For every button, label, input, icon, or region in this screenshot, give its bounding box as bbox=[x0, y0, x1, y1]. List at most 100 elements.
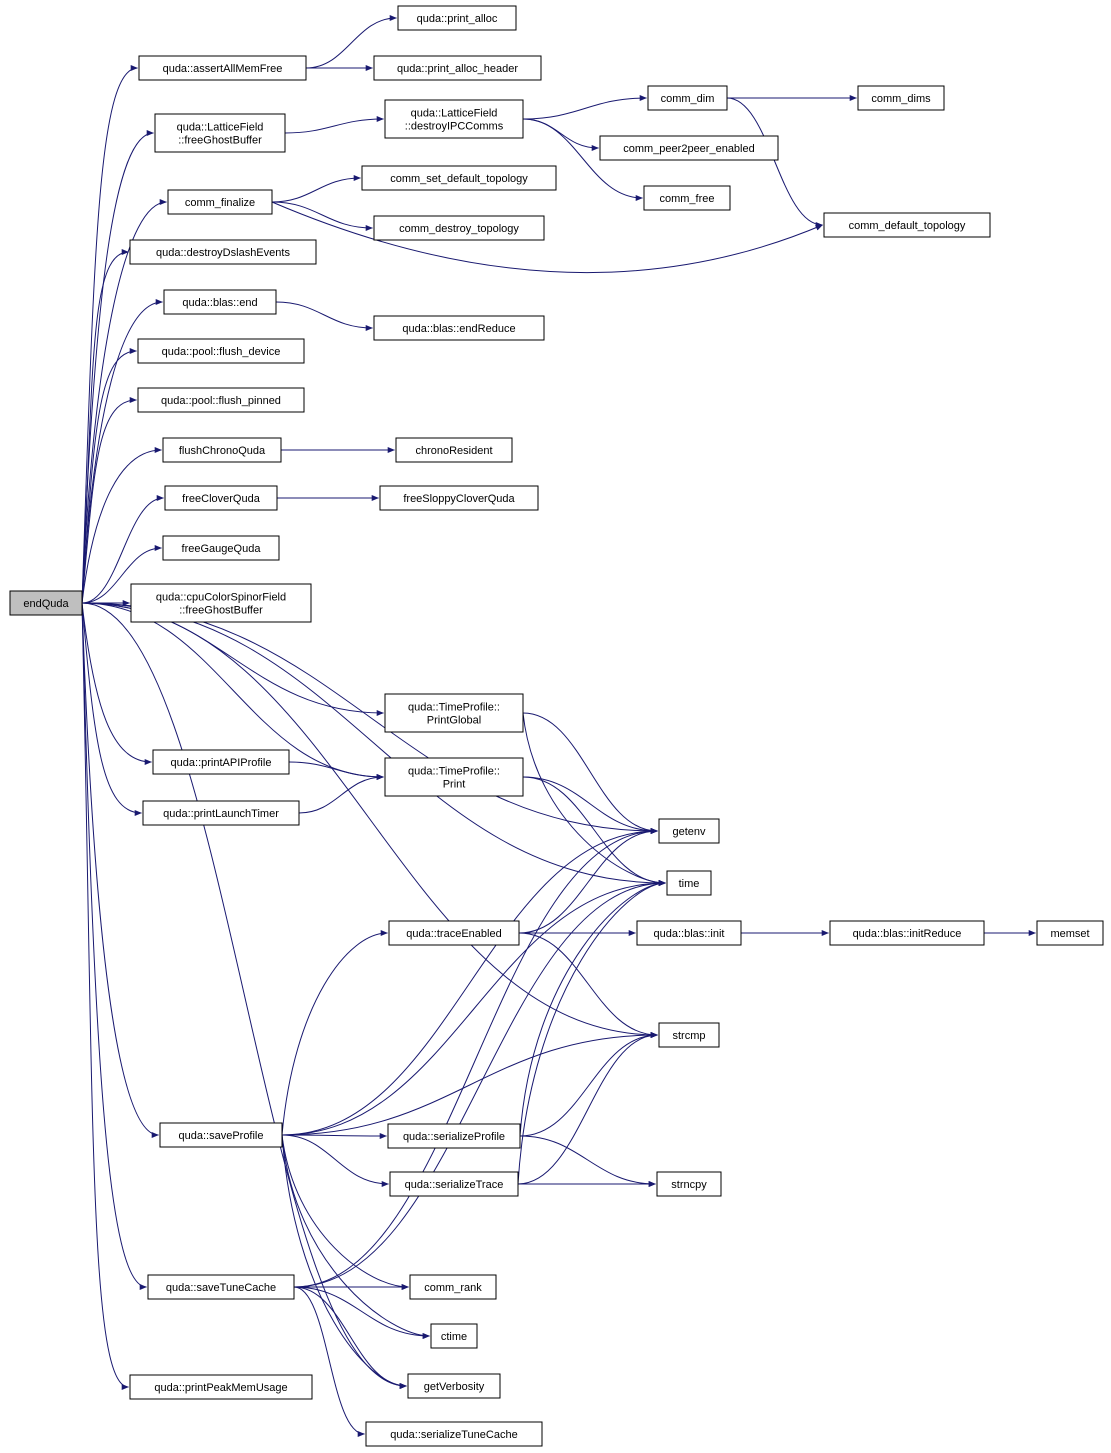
node-print_api_profile[interactable]: quda::printAPIProfile bbox=[152, 749, 290, 775]
node-box[interactable] bbox=[384, 757, 524, 797]
node-box[interactable] bbox=[387, 1123, 521, 1149]
node-comm_default_topology[interactable]: comm_default_topology bbox=[823, 212, 991, 238]
node-print_alloc[interactable]: quda::print_alloc bbox=[397, 5, 517, 31]
node-time[interactable]: time bbox=[666, 870, 712, 896]
node-blas_end[interactable]: quda::blas::end bbox=[163, 289, 277, 315]
node-box[interactable] bbox=[823, 212, 991, 238]
call-edge-print_api_profile--tp_print bbox=[288, 761, 384, 781]
node-box[interactable] bbox=[388, 920, 520, 946]
node-box[interactable] bbox=[636, 920, 742, 946]
node-box[interactable] bbox=[599, 135, 779, 161]
node-box[interactable] bbox=[167, 189, 273, 215]
node-print_peak_mem[interactable]: quda::printPeakMemUsage bbox=[129, 1374, 313, 1400]
node-memset[interactable]: memset bbox=[1036, 920, 1104, 946]
node-assert_all_mem_free[interactable]: quda::assertAllMemFree bbox=[138, 55, 307, 81]
node-box bbox=[9, 590, 83, 616]
node-label: quda::blas::init bbox=[654, 928, 725, 940]
node-comm_dim[interactable]: comm_dim bbox=[647, 85, 728, 111]
node-box[interactable] bbox=[129, 1374, 313, 1400]
node-free_gauge[interactable]: freeGaugeQuda bbox=[162, 535, 280, 561]
node-lattice_free_ghost[interactable]: quda::LatticeField::freeGhostBuffer bbox=[154, 113, 286, 153]
node-box[interactable] bbox=[154, 113, 286, 153]
node-box[interactable] bbox=[384, 693, 524, 733]
node-box[interactable] bbox=[373, 55, 542, 81]
node-blas_init[interactable]: quda::blas::init bbox=[636, 920, 742, 946]
node-box[interactable] bbox=[647, 85, 728, 111]
node-comm_dims[interactable]: comm_dims bbox=[857, 85, 945, 111]
node-print_alloc_header[interactable]: quda::print_alloc_header bbox=[373, 55, 542, 81]
node-box[interactable] bbox=[142, 800, 300, 826]
node-box[interactable] bbox=[389, 1171, 519, 1197]
node-box[interactable] bbox=[407, 1373, 501, 1399]
node-flush_device[interactable]: quda::pool::flush_device bbox=[137, 338, 305, 364]
call-edge-tp_print--getenv bbox=[522, 776, 658, 835]
node-comm_free[interactable]: comm_free bbox=[643, 185, 731, 211]
node-comm_set_default_topology[interactable]: comm_set_default_topology bbox=[361, 165, 557, 191]
node-serialize_trace[interactable]: quda::serializeTrace bbox=[389, 1171, 519, 1197]
node-box[interactable] bbox=[137, 338, 305, 364]
node-box[interactable] bbox=[162, 437, 282, 463]
node-box[interactable] bbox=[430, 1323, 478, 1349]
node-box[interactable] bbox=[365, 1421, 543, 1447]
node-box[interactable] bbox=[159, 1122, 283, 1148]
node-comm_rank[interactable]: comm_rank bbox=[409, 1274, 497, 1300]
node-destroy_ipc[interactable]: quda::LatticeField::destroyIPCComms bbox=[384, 99, 524, 139]
node-free_sloppy_clover[interactable]: freeSloppyCloverQuda bbox=[379, 485, 539, 511]
node-cpu_free_ghost[interactable]: quda::cpuColorSpinorField::freeGhostBuff… bbox=[130, 583, 312, 623]
node-box[interactable] bbox=[361, 165, 557, 191]
node-box[interactable] bbox=[147, 1274, 295, 1300]
node-box[interactable] bbox=[409, 1274, 497, 1300]
node-blas_end_reduce[interactable]: quda::blas::endReduce bbox=[373, 315, 545, 341]
node-chrono_resident[interactable]: chronoResident bbox=[395, 437, 513, 463]
node-serialize_profile[interactable]: quda::serializeProfile bbox=[387, 1123, 521, 1149]
call-edge-serialize_profile--strcmp bbox=[519, 1031, 658, 1137]
node-box[interactable] bbox=[138, 55, 307, 81]
node-flush_chrono[interactable]: flushChronoQuda bbox=[162, 437, 282, 463]
node-box[interactable] bbox=[379, 485, 539, 511]
node-label: ::freeGhostBuffer bbox=[178, 135, 262, 147]
node-box[interactable] bbox=[643, 185, 731, 211]
node-box[interactable] bbox=[373, 315, 545, 341]
node-box[interactable] bbox=[656, 1171, 722, 1197]
node-print_launch_timer[interactable]: quda::printLaunchTimer bbox=[142, 800, 300, 826]
node-box[interactable] bbox=[163, 289, 277, 315]
node-get_verbosity[interactable]: getVerbosity bbox=[407, 1373, 501, 1399]
node-box[interactable] bbox=[1036, 920, 1104, 946]
node-save_tune_cache[interactable]: quda::saveTuneCache bbox=[147, 1274, 295, 1300]
node-box[interactable] bbox=[152, 749, 290, 775]
node-box[interactable] bbox=[384, 99, 524, 139]
node-save_profile[interactable]: quda::saveProfile bbox=[159, 1122, 283, 1148]
node-box[interactable] bbox=[658, 1022, 720, 1048]
node-box[interactable] bbox=[130, 583, 312, 623]
node-box[interactable] bbox=[164, 485, 278, 511]
node-comm_finalize[interactable]: comm_finalize bbox=[167, 189, 273, 215]
node-box[interactable] bbox=[397, 5, 517, 31]
node-strcmp[interactable]: strcmp bbox=[658, 1022, 720, 1048]
node-box[interactable] bbox=[129, 239, 317, 265]
node-tp_print[interactable]: quda::TimeProfile::Print bbox=[384, 757, 524, 797]
node-box[interactable] bbox=[857, 85, 945, 111]
node-ctime[interactable]: ctime bbox=[430, 1323, 478, 1349]
node-box[interactable] bbox=[162, 535, 280, 561]
node-print_global[interactable]: quda::TimeProfile::PrintGlobal bbox=[384, 693, 524, 733]
node-label: quda::saveTuneCache bbox=[166, 1282, 276, 1294]
node-comm_destroy_topology[interactable]: comm_destroy_topology bbox=[373, 215, 545, 241]
node-free_clover[interactable]: freeCloverQuda bbox=[164, 485, 278, 511]
node-box[interactable] bbox=[658, 818, 720, 844]
node-label: quda::blas::endReduce bbox=[402, 323, 515, 335]
node-flush_pinned[interactable]: quda::pool::flush_pinned bbox=[137, 387, 305, 413]
call-edge-save_profile--trace_enabled bbox=[281, 929, 388, 1136]
node-box[interactable] bbox=[666, 870, 712, 896]
node-box[interactable] bbox=[829, 920, 985, 946]
node-serialize_tune_cache[interactable]: quda::serializeTuneCache bbox=[365, 1421, 543, 1447]
node-blas_init_reduce[interactable]: quda::blas::initReduce bbox=[829, 920, 985, 946]
node-trace_enabled[interactable]: quda::traceEnabled bbox=[388, 920, 520, 946]
node-getenv[interactable]: getenv bbox=[658, 818, 720, 844]
node-box[interactable] bbox=[395, 437, 513, 463]
node-strncpy[interactable]: strncpy bbox=[656, 1171, 722, 1197]
node-box[interactable] bbox=[373, 215, 545, 241]
node-box[interactable] bbox=[137, 387, 305, 413]
node-destroy_dslash_events[interactable]: quda::destroyDslashEvents bbox=[129, 239, 317, 265]
node-comm_p2p[interactable]: comm_peer2peer_enabled bbox=[599, 135, 779, 161]
